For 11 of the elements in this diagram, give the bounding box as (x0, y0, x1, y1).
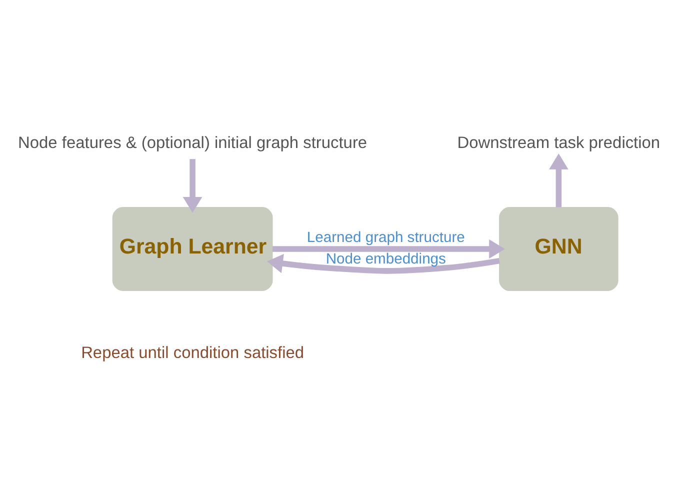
node-text: Downstream task prediction (457, 134, 660, 152)
edge-label: Learned graph structure (306, 229, 465, 246)
arrow (267, 253, 500, 274)
node-text: Node features & (optional) initial graph structure (18, 134, 368, 152)
arrow (272, 238, 505, 258)
arrow (182, 158, 202, 212)
node-box: Graph Learner (112, 206, 273, 290)
edge-label: Node embeddings (326, 250, 446, 267)
label: Repeat until condition satisfied (81, 344, 304, 362)
arrow (549, 153, 568, 207)
node-box: GNN (499, 206, 618, 290)
